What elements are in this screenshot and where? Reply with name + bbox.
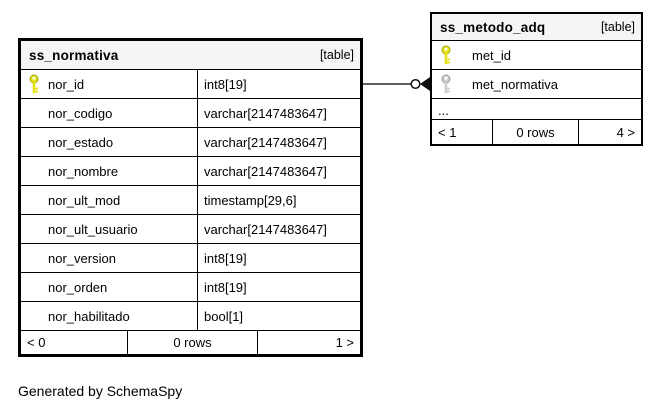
icon-placeholder bbox=[28, 306, 40, 326]
column-name: nor_nombre bbox=[48, 163, 119, 179]
icon-placeholder bbox=[28, 132, 40, 152]
column-name: met_normativa bbox=[472, 76, 558, 92]
column-name: met_id bbox=[472, 47, 512, 63]
foreign-key-icon bbox=[440, 74, 452, 94]
footer-row-count: 0 rows bbox=[128, 331, 258, 354]
table-header[interactable]: ss_normativa [table] bbox=[21, 41, 360, 70]
column-type: varchar[2147483647] bbox=[197, 99, 360, 127]
footer-parents-count: 4 > bbox=[616, 124, 635, 140]
icon-placeholder bbox=[28, 103, 40, 123]
table-ss-normativa[interactable]: ss_normativa [table] nor_id int8[19] bbox=[18, 38, 363, 357]
column-type: varchar[2147483647] bbox=[197, 128, 360, 156]
column-name: nor_ult_mod bbox=[48, 192, 121, 208]
hidden-columns-ellipsis: ... bbox=[432, 99, 641, 120]
column-type: bool[1] bbox=[197, 302, 360, 330]
column-row-nor-estado[interactable]: nor_estado varchar[2147483647] bbox=[21, 128, 360, 157]
table-type-badge: [table] bbox=[319, 48, 354, 62]
footer-parents-count: 1 > bbox=[335, 335, 354, 350]
icon-placeholder bbox=[28, 219, 40, 239]
table-header[interactable]: ss_metodo_adq [table] bbox=[432, 14, 641, 41]
column-type: int8[19] bbox=[197, 273, 360, 301]
column-name: nor_codigo bbox=[48, 105, 113, 121]
table-footer: < 1 0 rows 4 > bbox=[432, 120, 641, 144]
column-name: nor_habilitado bbox=[48, 308, 130, 324]
table-type-badge: [table] bbox=[600, 20, 635, 34]
column-name: nor_estado bbox=[48, 134, 114, 150]
footer-row-count: 0 rows bbox=[493, 120, 579, 144]
cardinality-arrow-icon bbox=[420, 77, 430, 91]
relationship-connector bbox=[363, 77, 430, 91]
primary-key-icon bbox=[28, 74, 40, 94]
table-footer: < 0 0 rows 1 > bbox=[21, 331, 360, 354]
icon-placeholder bbox=[28, 161, 40, 181]
column-row-nor-ult-mod[interactable]: nor_ult_mod timestamp[29,6] bbox=[21, 186, 360, 215]
column-type: int8[19] bbox=[197, 244, 360, 272]
generated-by-caption: Generated by SchemaSpy bbox=[18, 383, 183, 399]
footer-children-count: < 0 bbox=[21, 331, 128, 354]
column-row-nor-codigo[interactable]: nor_codigo varchar[2147483647] bbox=[21, 99, 360, 128]
icon-placeholder bbox=[28, 277, 40, 297]
footer-children-count: < 1 bbox=[432, 120, 493, 144]
table-title[interactable]: ss_metodo_adq bbox=[440, 19, 546, 35]
column-row-met-normativa[interactable]: met_normativa bbox=[432, 70, 641, 99]
column-name: nor_orden bbox=[48, 279, 108, 295]
column-type: varchar[2147483647] bbox=[197, 157, 360, 185]
column-type: int8[19] bbox=[197, 70, 360, 98]
column-row-nor-nombre[interactable]: nor_nombre varchar[2147483647] bbox=[21, 157, 360, 186]
column-row-nor-ult-usuario[interactable]: nor_ult_usuario varchar[2147483647] bbox=[21, 215, 360, 244]
column-row-nor-id[interactable]: nor_id int8[19] bbox=[21, 70, 360, 99]
column-name: nor_id bbox=[48, 76, 85, 92]
column-row-nor-orden[interactable]: nor_orden int8[19] bbox=[21, 273, 360, 302]
column-row-met-id[interactable]: met_id bbox=[432, 41, 641, 70]
table-ss-metodo-adq[interactable]: ss_metodo_adq [table] met_id bbox=[430, 12, 643, 146]
column-name: nor_version bbox=[48, 250, 116, 266]
primary-key-icon bbox=[440, 45, 452, 65]
column-type: timestamp[29,6] bbox=[197, 186, 360, 214]
column-row-nor-version[interactable]: nor_version int8[19] bbox=[21, 244, 360, 273]
column-row-nor-habilitado[interactable]: nor_habilitado bool[1] bbox=[21, 302, 360, 331]
cardinality-circle-icon bbox=[410, 78, 421, 90]
column-name: nor_ult_usuario bbox=[48, 221, 138, 237]
icon-placeholder bbox=[28, 190, 40, 210]
icon-placeholder bbox=[28, 248, 40, 268]
column-type: varchar[2147483647] bbox=[197, 215, 360, 243]
table-title[interactable]: ss_normativa bbox=[29, 47, 119, 63]
